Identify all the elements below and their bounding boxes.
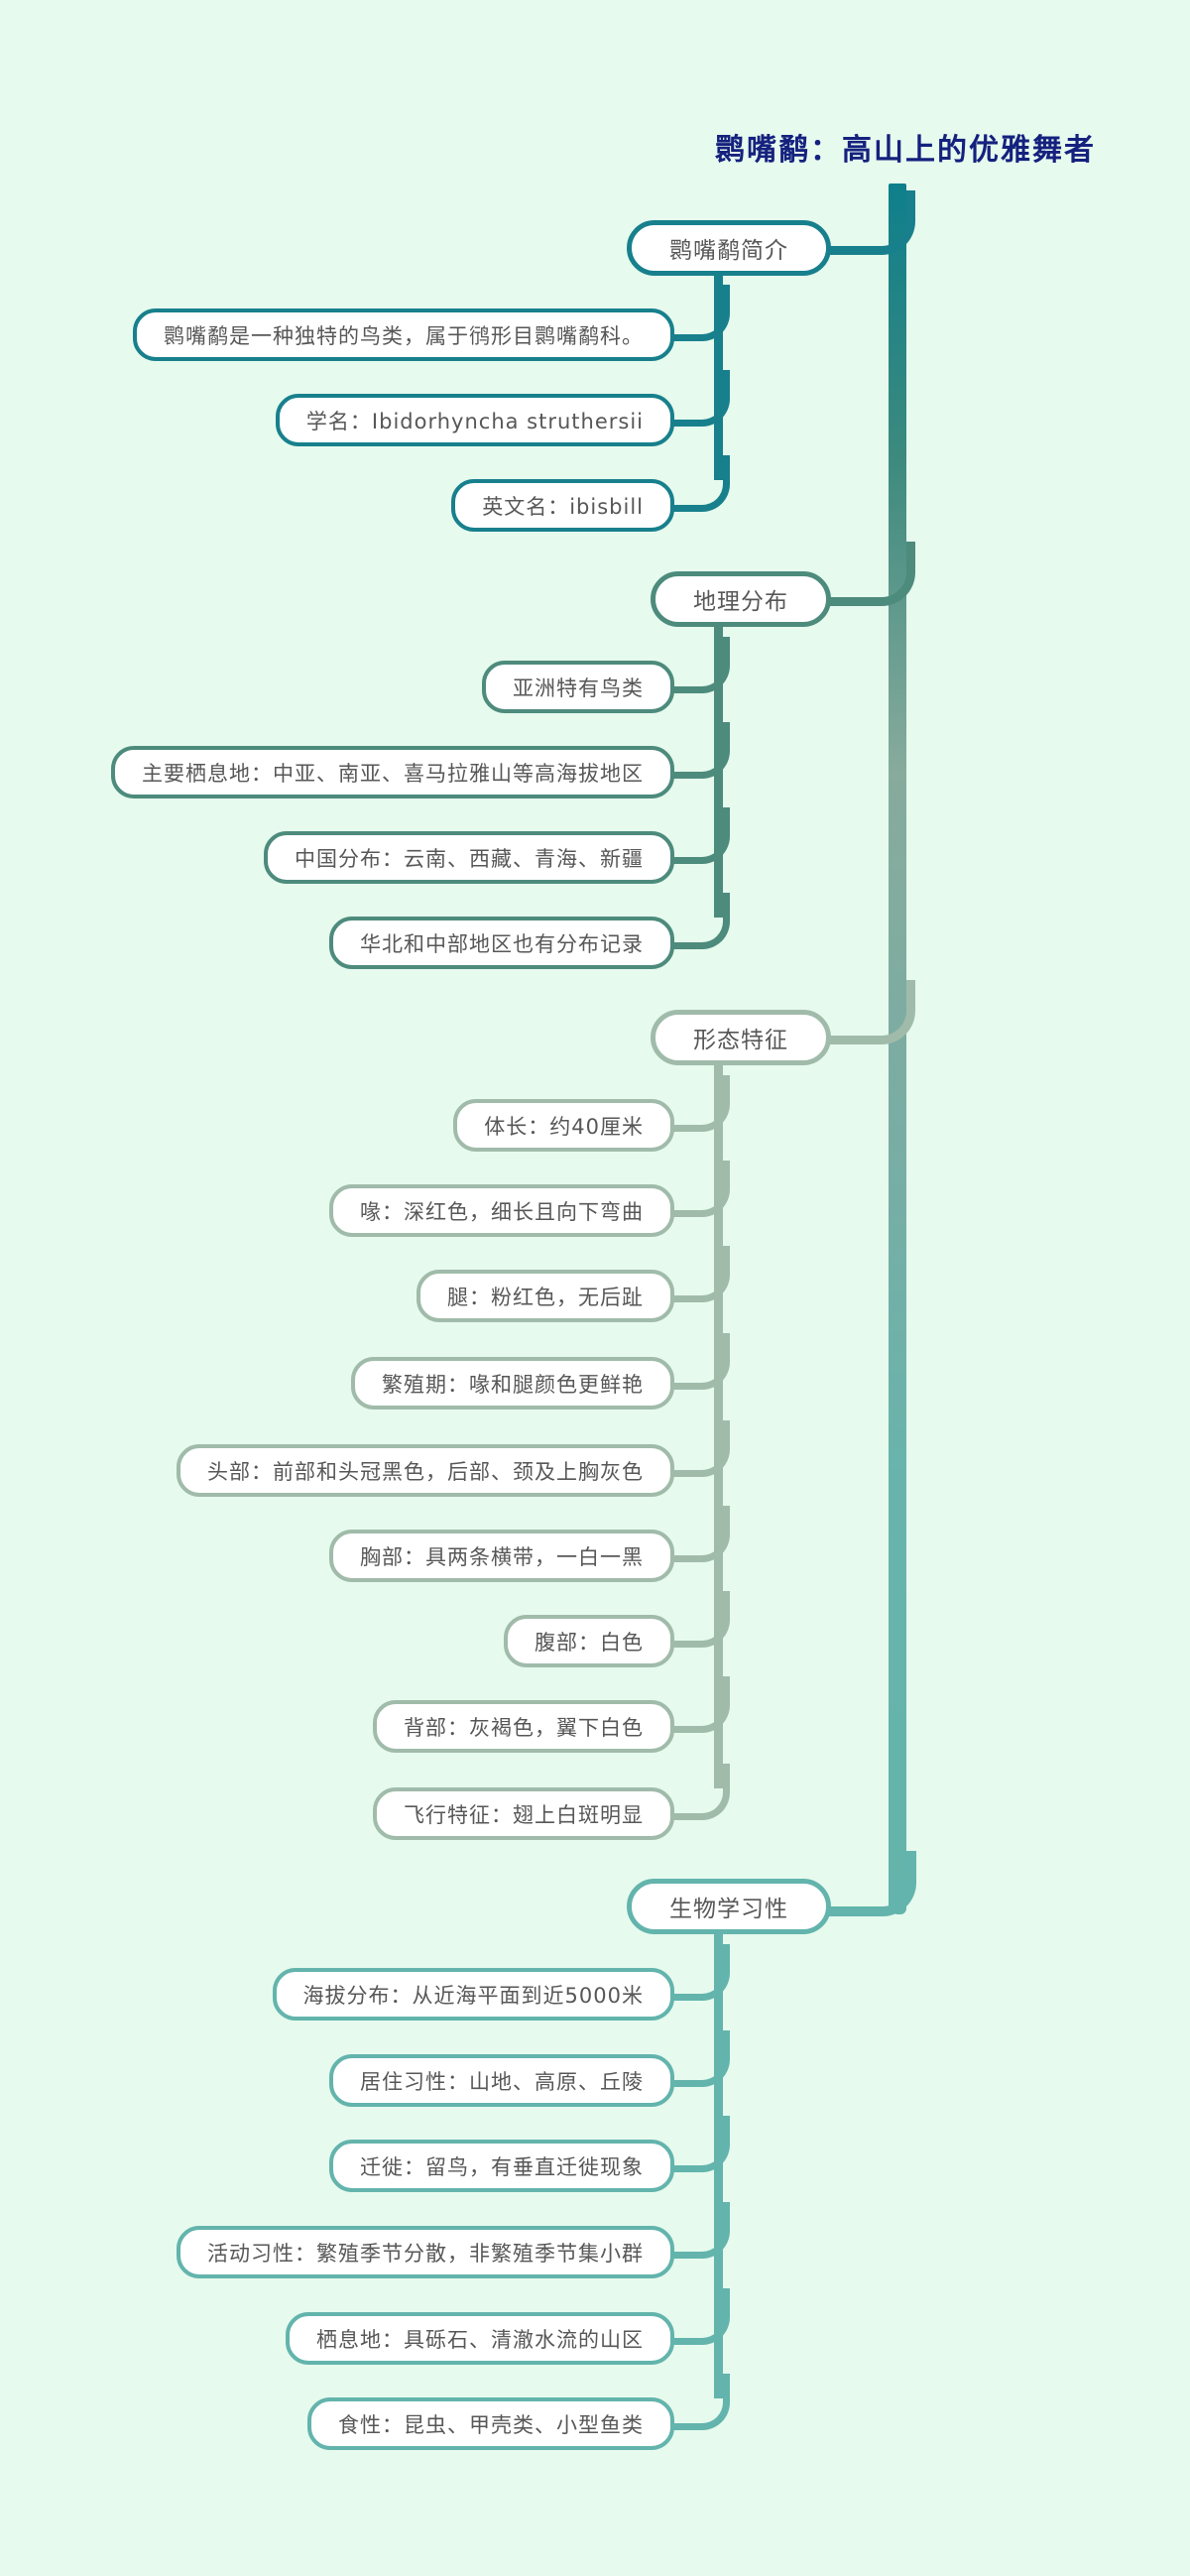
subtopic-node[interactable]: 头部：前部和头冠黑色，后部、颈及上胸灰色 [177, 1444, 674, 1497]
trunk-line [889, 184, 906, 1914]
subtopic-node[interactable]: 华北和中部地区也有分布记录 [329, 917, 674, 969]
section-topic[interactable]: 地理分布 [651, 571, 831, 627]
subtopic-node[interactable]: 亚洲特有鸟类 [482, 661, 674, 713]
branch-connector [793, 1851, 916, 1916]
subtopic-node[interactable]: 鹮嘴鹬是一种独特的鸟类，属于鸻形目鹮嘴鹬科。 [133, 308, 674, 361]
subtopic-node[interactable]: 喙：深红色，细长且向下弯曲 [329, 1184, 674, 1237]
subtopic-node[interactable]: 中国分布：云南、西藏、青海、新疆 [264, 831, 674, 884]
subtopic-node[interactable]: 主要栖息地：中亚、南亚、喜马拉雅山等高海拔地区 [111, 746, 674, 798]
subtopic-node[interactable]: 食性：昆虫、甲壳类、小型鱼类 [307, 2397, 674, 2450]
subtopic-node[interactable]: 海拔分布：从近海平面到近5000米 [272, 1968, 674, 2021]
branch-connector [793, 980, 915, 1044]
subtopic-node[interactable]: 飞行特征：翅上白斑明显 [373, 1787, 674, 1840]
subtopic-node[interactable]: 胸部：具两条横带，一白一黑 [329, 1530, 674, 1582]
subtopic-node[interactable]: 英文名：ibisbill [451, 479, 674, 532]
subtopic-node[interactable]: 学名：Ibidorhyncha struthersii [275, 394, 674, 446]
subtopic-node[interactable]: 腹部：白色 [504, 1615, 674, 1667]
branch-connector [793, 190, 915, 255]
branch-connector [793, 542, 915, 606]
subtopic-node[interactable]: 居住习性：山地、高原、丘陵 [329, 2054, 674, 2107]
subtopic-node[interactable]: 栖息地：具砾石、清澈水流的山区 [286, 2312, 674, 2365]
subtopic-node[interactable]: 活动习性：繁殖季节分散，非繁殖季节集小群 [177, 2226, 674, 2278]
subtopic-node[interactable]: 体长：约40厘米 [453, 1099, 674, 1152]
subtopic-node[interactable]: 腿：粉红色，无后趾 [416, 1270, 674, 1322]
subtopic-node[interactable]: 迁徙：留鸟，有垂直迁徙现象 [329, 2140, 674, 2192]
section-topic[interactable]: 形态特征 [651, 1010, 831, 1065]
section-topic[interactable]: 鹮嘴鹬简介 [627, 220, 831, 276]
section-topic[interactable]: 生物学习性 [627, 1879, 831, 1934]
root-topic[interactable]: 鹮嘴鹬：高山上的优雅舞者 [715, 133, 1096, 168]
subtopic-node[interactable]: 繁殖期：喙和腿颜色更鲜艳 [351, 1357, 674, 1410]
subtopic-node[interactable]: 背部：灰褐色，翼下白色 [373, 1700, 674, 1753]
